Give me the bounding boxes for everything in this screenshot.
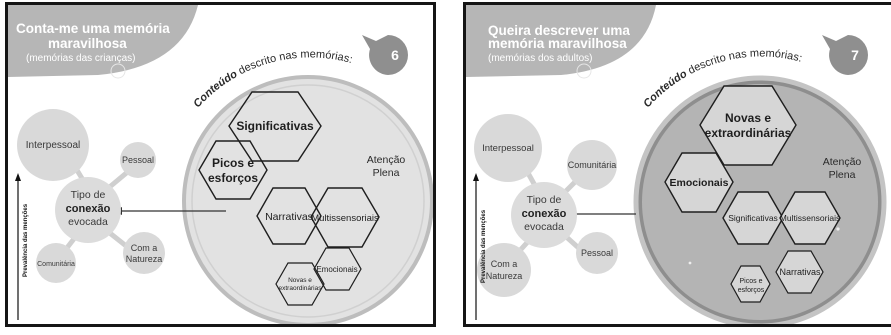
content-circle-inner bbox=[191, 84, 425, 318]
node-label-pessoal: Pessoal bbox=[581, 248, 613, 258]
hexagon-significativas bbox=[228, 91, 322, 162]
sparkle bbox=[688, 261, 692, 265]
panel-subtitle: (memórias das crianças) bbox=[26, 53, 135, 64]
node-label-comunitaria: Comunitária bbox=[568, 160, 617, 170]
panel-number-badge: 7 bbox=[851, 47, 859, 63]
diagram-children: Conta-me uma memória maravilhosa (memóri… bbox=[8, 5, 433, 324]
sparkle bbox=[836, 227, 840, 231]
node-interpessoal bbox=[17, 109, 89, 181]
focus-label-line2: Plena bbox=[829, 169, 856, 181]
hexagon-label-novas: Novas e bbox=[725, 111, 771, 125]
node-label-pessoal: Pessoal bbox=[122, 155, 154, 165]
hexagon-emocionais bbox=[313, 247, 362, 291]
node-pessoal bbox=[576, 232, 618, 274]
node-pessoal bbox=[120, 142, 156, 178]
hexagon-label-esforcos: esforços bbox=[208, 171, 258, 185]
panel-title-line1: Conta-me uma memória bbox=[16, 21, 170, 36]
node-natureza bbox=[477, 243, 531, 297]
diagram-adults: Queira descrever uma memória maravilhosa… bbox=[466, 5, 887, 324]
hexagon-label-multissensoriais: Multissensoriais bbox=[311, 213, 379, 224]
hexagon-narrativas bbox=[256, 187, 322, 245]
panel-subtitle: (memórias dos adultos) bbox=[488, 53, 592, 64]
brain-icon bbox=[110, 63, 126, 79]
center-label-line3: evocada bbox=[524, 221, 564, 233]
badge-bubble bbox=[362, 35, 408, 75]
node-comunitaria bbox=[567, 140, 617, 190]
focus-label-line1: Atenção bbox=[367, 154, 406, 166]
hexagon-novas-extraordinarias bbox=[275, 262, 325, 306]
hexagon-label-narrativas: Narrativas bbox=[265, 211, 313, 223]
node-interpessoal bbox=[474, 114, 542, 182]
hexagon-emocionais bbox=[664, 152, 734, 213]
center-label-line1: Tipo de bbox=[527, 194, 562, 206]
hexagon-multissensoriais bbox=[779, 191, 841, 245]
hexagon-label-narrativas: Narrativas bbox=[779, 267, 821, 277]
panel-adult-memories: Queira descrever uma memória maravilhosa… bbox=[463, 2, 891, 327]
hexagon-label-emocionais: Emocionais bbox=[670, 177, 729, 189]
content-circle bbox=[182, 75, 433, 324]
hexagon-label-emocionais: Emocionais bbox=[316, 265, 357, 274]
hexagon-picos-esforcos bbox=[730, 265, 771, 303]
center-label-line3: evocada bbox=[68, 216, 108, 228]
header-blob bbox=[466, 5, 656, 77]
node-label-com-a: Com a bbox=[491, 259, 518, 269]
prevalence-axis-label: Prevalência das menções bbox=[481, 209, 487, 283]
focus-label-line2: Plena bbox=[373, 167, 400, 179]
hexagon-label-picos: Picos e bbox=[740, 278, 763, 285]
hexagon-label-significativas: Significativas bbox=[236, 119, 314, 133]
hexagon-label-significativas: Significativas bbox=[728, 213, 778, 223]
panel-title-line2: memória maravilhosa bbox=[488, 36, 627, 51]
badge-bubble bbox=[822, 35, 868, 75]
panel-number-badge: 6 bbox=[391, 47, 399, 63]
panel-children-memories: Conta-me uma memória maravilhosa (memóri… bbox=[5, 2, 436, 327]
hexagon-picos-esforcos bbox=[198, 140, 268, 200]
hexagon-label-extraordinarias: extraordinárias bbox=[279, 285, 323, 292]
hexagon-label-extraordinarias: extraordinárias bbox=[705, 126, 792, 140]
panel-title-line1: Queira descrever uma bbox=[488, 23, 630, 38]
header-blob bbox=[8, 5, 198, 77]
center-label-line1: Tipo de bbox=[71, 189, 106, 201]
hexagon-novas-extraordinarias bbox=[699, 85, 797, 166]
brain-icon bbox=[576, 63, 592, 79]
prevalence-axis-label: Prevalência das menções bbox=[23, 203, 29, 277]
hexagon-label-picos: Picos e bbox=[212, 156, 254, 170]
node-label-interpessoal: Interpessoal bbox=[26, 140, 80, 151]
node-label-natureza: Natureza bbox=[126, 254, 163, 264]
node-natureza bbox=[123, 232, 165, 274]
node-label-comunitaria: Comunitária bbox=[37, 261, 75, 268]
center-label-line2: conexão bbox=[522, 208, 567, 220]
center-node bbox=[55, 177, 121, 243]
hexagon-narrativas bbox=[775, 250, 824, 294]
node-comunitaria bbox=[36, 243, 76, 283]
node-label-natureza: Natureza bbox=[486, 271, 523, 281]
hexagon-multissensoriais bbox=[310, 187, 380, 248]
center-label-line2: conexão bbox=[66, 203, 111, 215]
panel-title-line2: maravilhosa bbox=[48, 36, 127, 51]
node-label-interpessoal: Interpessoal bbox=[482, 143, 534, 154]
node-label-com-a: Com a bbox=[131, 243, 158, 253]
hexagon-label-esforcos: esforços bbox=[738, 287, 765, 294]
hexagon-significativas bbox=[722, 191, 784, 245]
focus-label-line1: Atenção bbox=[823, 156, 862, 168]
axis-arrow-icon bbox=[15, 173, 21, 181]
center-node bbox=[511, 182, 577, 248]
axis-arrow-icon bbox=[473, 173, 479, 181]
hexagon-label-multissensoriais: Multissensoriais bbox=[780, 213, 840, 223]
hexagon-label-novas: Novas e bbox=[288, 277, 312, 284]
